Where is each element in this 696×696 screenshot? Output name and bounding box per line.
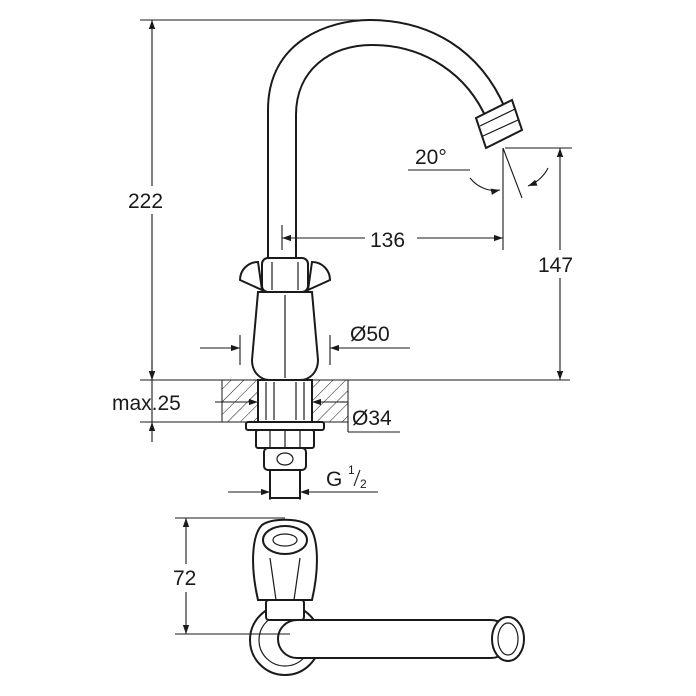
label-total-height: 222 (128, 190, 163, 213)
label-hole-diameter: Ø34 (352, 407, 392, 430)
dimension-labels: 222 136 147 20° Ø50 max.25 Ø34 G 1 2 72 (112, 146, 586, 592)
body-neck (261, 257, 309, 293)
spout-aerator (474, 98, 524, 150)
label-spout-reach: 136 (370, 229, 405, 252)
label-thread-denominator: 2 (360, 477, 367, 491)
label-thread-numerator: 1 (348, 463, 355, 477)
inlet-connector (263, 447, 307, 471)
top-view (249, 518, 525, 676)
spout-arm-top (277, 619, 511, 659)
label-handle-height: 72 (173, 567, 196, 590)
countertop-right (311, 379, 349, 423)
washer (245, 421, 325, 431)
label-max-thickness: max.25 (112, 392, 181, 415)
handle-wings (238, 260, 332, 292)
label-spout-angle: 20° (415, 146, 447, 169)
label-spout-height: 147 (538, 254, 573, 277)
label-thread: G (326, 468, 342, 491)
inlet-pipe (269, 469, 301, 499)
side-view (221, 18, 524, 499)
countertop-left (221, 379, 259, 423)
label-base-diameter: Ø50 (350, 323, 390, 346)
